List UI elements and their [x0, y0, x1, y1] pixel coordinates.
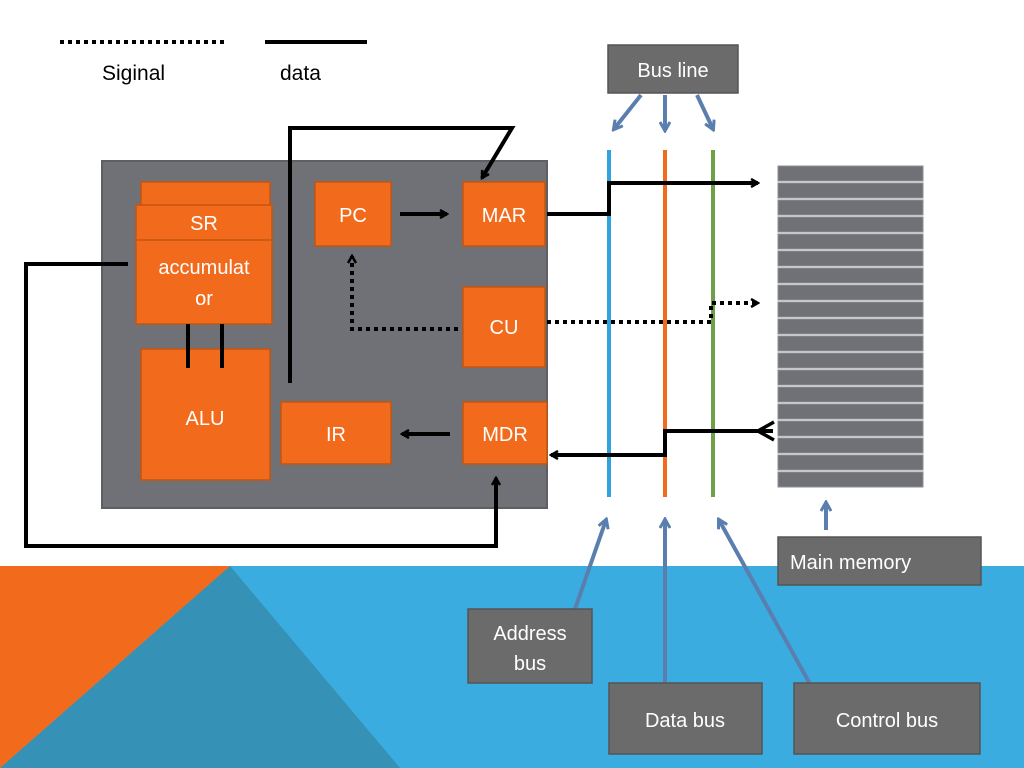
- accumulator-to-mdr-arrow: [24, 262, 496, 548]
- main-memory-stack: [777, 165, 924, 488]
- sr-label: SR: [190, 213, 218, 235]
- address-bus-label-line2: bus: [514, 653, 546, 675]
- alu-to-mar-arrow: [288, 126, 516, 383]
- control-bus-box: [793, 682, 981, 755]
- memory-cell: [777, 403, 924, 420]
- memory-cell: [777, 386, 924, 403]
- memory-cell: [777, 335, 924, 352]
- memory-cell: [777, 454, 924, 471]
- background-orange-triangle: [0, 566, 230, 768]
- memory-cell: [777, 233, 924, 250]
- legend: Siginal data: [60, 40, 367, 85]
- memory-cell: [777, 420, 924, 437]
- accumulator-label-line1: accumulat: [158, 257, 250, 279]
- mdr-label: MDR: [482, 424, 528, 446]
- address-bus-box: [467, 608, 593, 684]
- bus-line-pointer-right: [695, 94, 713, 129]
- pc-label: PC: [339, 205, 367, 227]
- ir-label: IR: [326, 424, 346, 446]
- data-bus-label: Data bus: [645, 710, 725, 732]
- bus-line-pointer-left: [614, 93, 643, 129]
- accumulator-box: [135, 239, 273, 325]
- memory-cell: [777, 284, 924, 301]
- memory-cell: [777, 437, 924, 454]
- data-bus-box: [608, 682, 763, 755]
- mar-box: [462, 181, 546, 247]
- background-teal-triangle: [0, 566, 400, 768]
- legend-data-label: data: [280, 62, 321, 85]
- main-memory-label: Main memory: [790, 552, 911, 574]
- address-bus-pointer: [573, 520, 606, 610]
- pc-box: [314, 181, 392, 247]
- control-bus-pointer: [719, 520, 812, 685]
- memory-cell: [777, 250, 924, 267]
- cu-box: [462, 286, 546, 368]
- memory-cell: [777, 165, 924, 182]
- alu-label: ALU: [186, 408, 225, 430]
- memory-cell: [777, 301, 924, 318]
- memory-cell: [777, 267, 924, 284]
- memory-output-arrowhead: [754, 420, 775, 442]
- accumulator-label-line2: or: [195, 288, 213, 310]
- memory-cell: [777, 352, 924, 369]
- alu-box: [140, 348, 271, 481]
- address-bus-label-line1: Address: [493, 623, 566, 645]
- cu-to-memory-signal-arrow: [547, 303, 758, 324]
- memory-cell: [777, 369, 924, 386]
- mar-to-memory-arrow: [547, 183, 758, 216]
- memory-cell: [777, 216, 924, 233]
- ir-box: [280, 401, 392, 465]
- bus-line-box: [607, 44, 739, 94]
- memory-cell: [777, 318, 924, 335]
- cu-label: CU: [490, 317, 519, 339]
- mdr-box: [462, 401, 548, 465]
- memory-cell: [777, 471, 924, 488]
- memory-cell: [777, 199, 924, 216]
- mar-label: MAR: [482, 205, 526, 227]
- control-bus-label: Control bus: [836, 710, 938, 732]
- legend-signal-label: Siginal: [102, 62, 165, 85]
- cu-to-pc-signal-arrow: [352, 256, 458, 331]
- memory-to-mdr-arrow: [551, 429, 773, 455]
- main-memory-box: [777, 536, 982, 586]
- bus-line-label: Bus line: [637, 60, 708, 82]
- memory-cell: [777, 182, 924, 199]
